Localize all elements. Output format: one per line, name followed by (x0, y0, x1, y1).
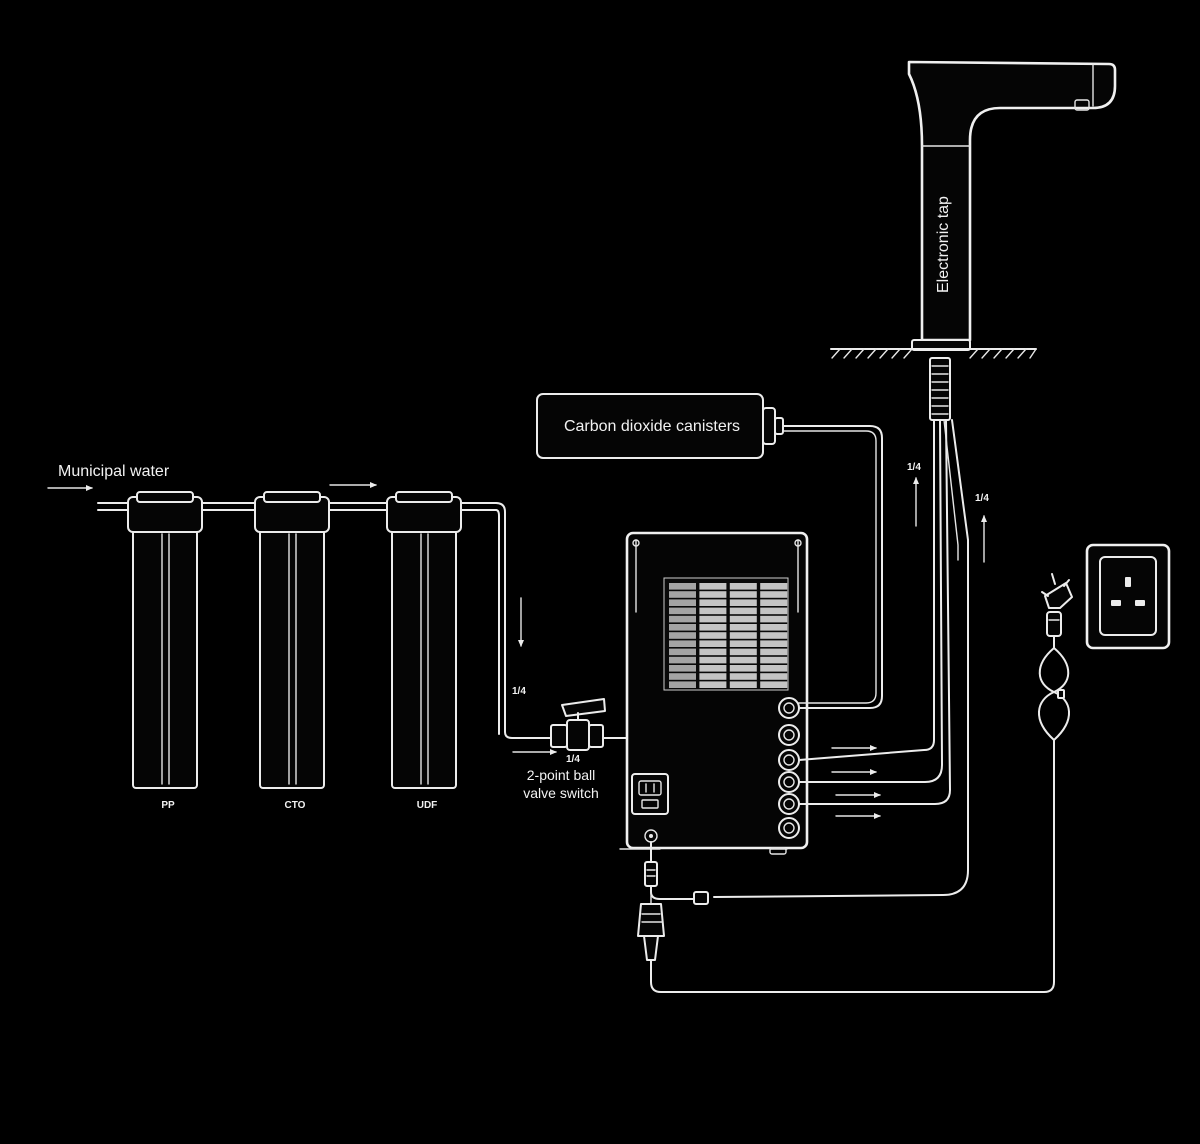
ball-valve-label-line2: valve switch (523, 785, 598, 801)
wall-socket (1085, 543, 1171, 650)
spec-panel-cell (669, 632, 696, 639)
spec-panel-cell (669, 599, 696, 606)
filter-cto-label: CTO (285, 800, 306, 811)
spec-panel-cell (699, 648, 727, 656)
quarter-inch-label-3: 1/4 (907, 462, 921, 473)
quarter-inch-label-2: 1/4 (566, 754, 580, 765)
municipal-water-inlet: Municipal water (47, 463, 170, 491)
spec-panel-cell (729, 599, 757, 606)
spec-panel-cell (729, 681, 757, 688)
spec-panel-cell (699, 673, 727, 680)
spec-panel-cell (699, 599, 727, 606)
spec-panel-cell (669, 648, 696, 656)
spec-panel-cell (760, 640, 788, 647)
co2-canister-label: Carbon dioxide canisters (564, 418, 740, 435)
spec-panel-cell (760, 591, 788, 598)
spec-panel-cell (729, 640, 757, 647)
spec-panel-cell (699, 624, 727, 631)
main-unit (619, 531, 809, 855)
spec-panel-cell (699, 632, 727, 639)
spec-panel-cell (729, 673, 757, 680)
spec-panel-cell (760, 665, 788, 672)
spec-panel-cell (760, 656, 788, 664)
spec-panel-cell (760, 673, 788, 680)
spec-panel-cell (729, 656, 757, 664)
spec-panel-cell (729, 607, 757, 615)
spec-panel-cell (669, 583, 696, 590)
ball-valve: 2-point ball valve switch (523, 698, 606, 801)
spec-panel-cell (699, 615, 727, 623)
spec-panel-cell (699, 591, 727, 598)
spec-panel-cell (669, 624, 696, 631)
spec-panel-cell (760, 599, 788, 606)
power-plug (1041, 573, 1073, 637)
electronic-tap: Electronic tap (830, 60, 1117, 421)
spec-panel-cell (669, 607, 696, 615)
spec-panel-cell (729, 583, 757, 590)
filter-udf-label: UDF (417, 800, 438, 811)
spec-panel-cell (729, 648, 757, 656)
spec-panel-cell (760, 632, 788, 639)
spec-panel-cell (699, 665, 727, 672)
tap-supply-tubes: 1/4 1/4 (713, 419, 989, 898)
spec-panel-cell (669, 665, 696, 672)
spec-panel-cell (699, 640, 727, 647)
co2-gas-line (782, 425, 883, 709)
countertop-hatch (831, 348, 1037, 359)
filter-pp: PP (127, 491, 203, 811)
spec-panel-cell (729, 665, 757, 672)
filter-udf: UDF (386, 491, 462, 811)
feed-pipe: 1/4 1/4 (495, 502, 781, 765)
spec-panel-cell (669, 640, 696, 647)
spec-panel-cell (760, 583, 788, 590)
spec-panel-cell (669, 591, 696, 598)
fitting-drain (778, 817, 800, 839)
spec-panel-cell (669, 673, 696, 680)
filter-pp-label: PP (161, 800, 175, 811)
spec-panel-cell (669, 656, 696, 664)
spec-panel-cell (760, 624, 788, 631)
quarter-inch-label-4: 1/4 (975, 493, 989, 504)
spec-panel-cell (699, 583, 727, 590)
fitting-water-in (778, 724, 800, 746)
power-cord-coil (1038, 635, 1070, 741)
spec-panel-cell (669, 681, 696, 688)
spec-panel-cell (699, 681, 727, 688)
power-cord (637, 739, 1055, 993)
power-inlet (631, 773, 669, 843)
spec-panel-cell (699, 656, 727, 664)
filter-cto: CTO (254, 491, 330, 811)
spec-panel-cell (729, 632, 757, 639)
spec-panel-cell (699, 607, 727, 615)
quarter-inch-label-1: 1/4 (512, 686, 526, 697)
spec-panel-cell (669, 615, 696, 623)
spec-panel-cell (760, 681, 788, 688)
co2-canister: Carbon dioxide canisters (536, 393, 784, 459)
ball-valve-label-line1: 2-point ball (527, 767, 596, 783)
electronic-tap-label: Electronic tap (935, 196, 952, 293)
spec-panel-cell (760, 648, 788, 656)
spec-panel-cell (729, 624, 757, 631)
spec-panel-cell (729, 615, 757, 623)
outlet-flow-arrows (831, 745, 881, 819)
spec-panel-cell (760, 615, 788, 623)
spec-panel (663, 577, 789, 691)
spec-panel-cell (729, 591, 757, 598)
municipal-water-label: Municipal water (58, 463, 170, 480)
spec-panel-cell (760, 607, 788, 615)
